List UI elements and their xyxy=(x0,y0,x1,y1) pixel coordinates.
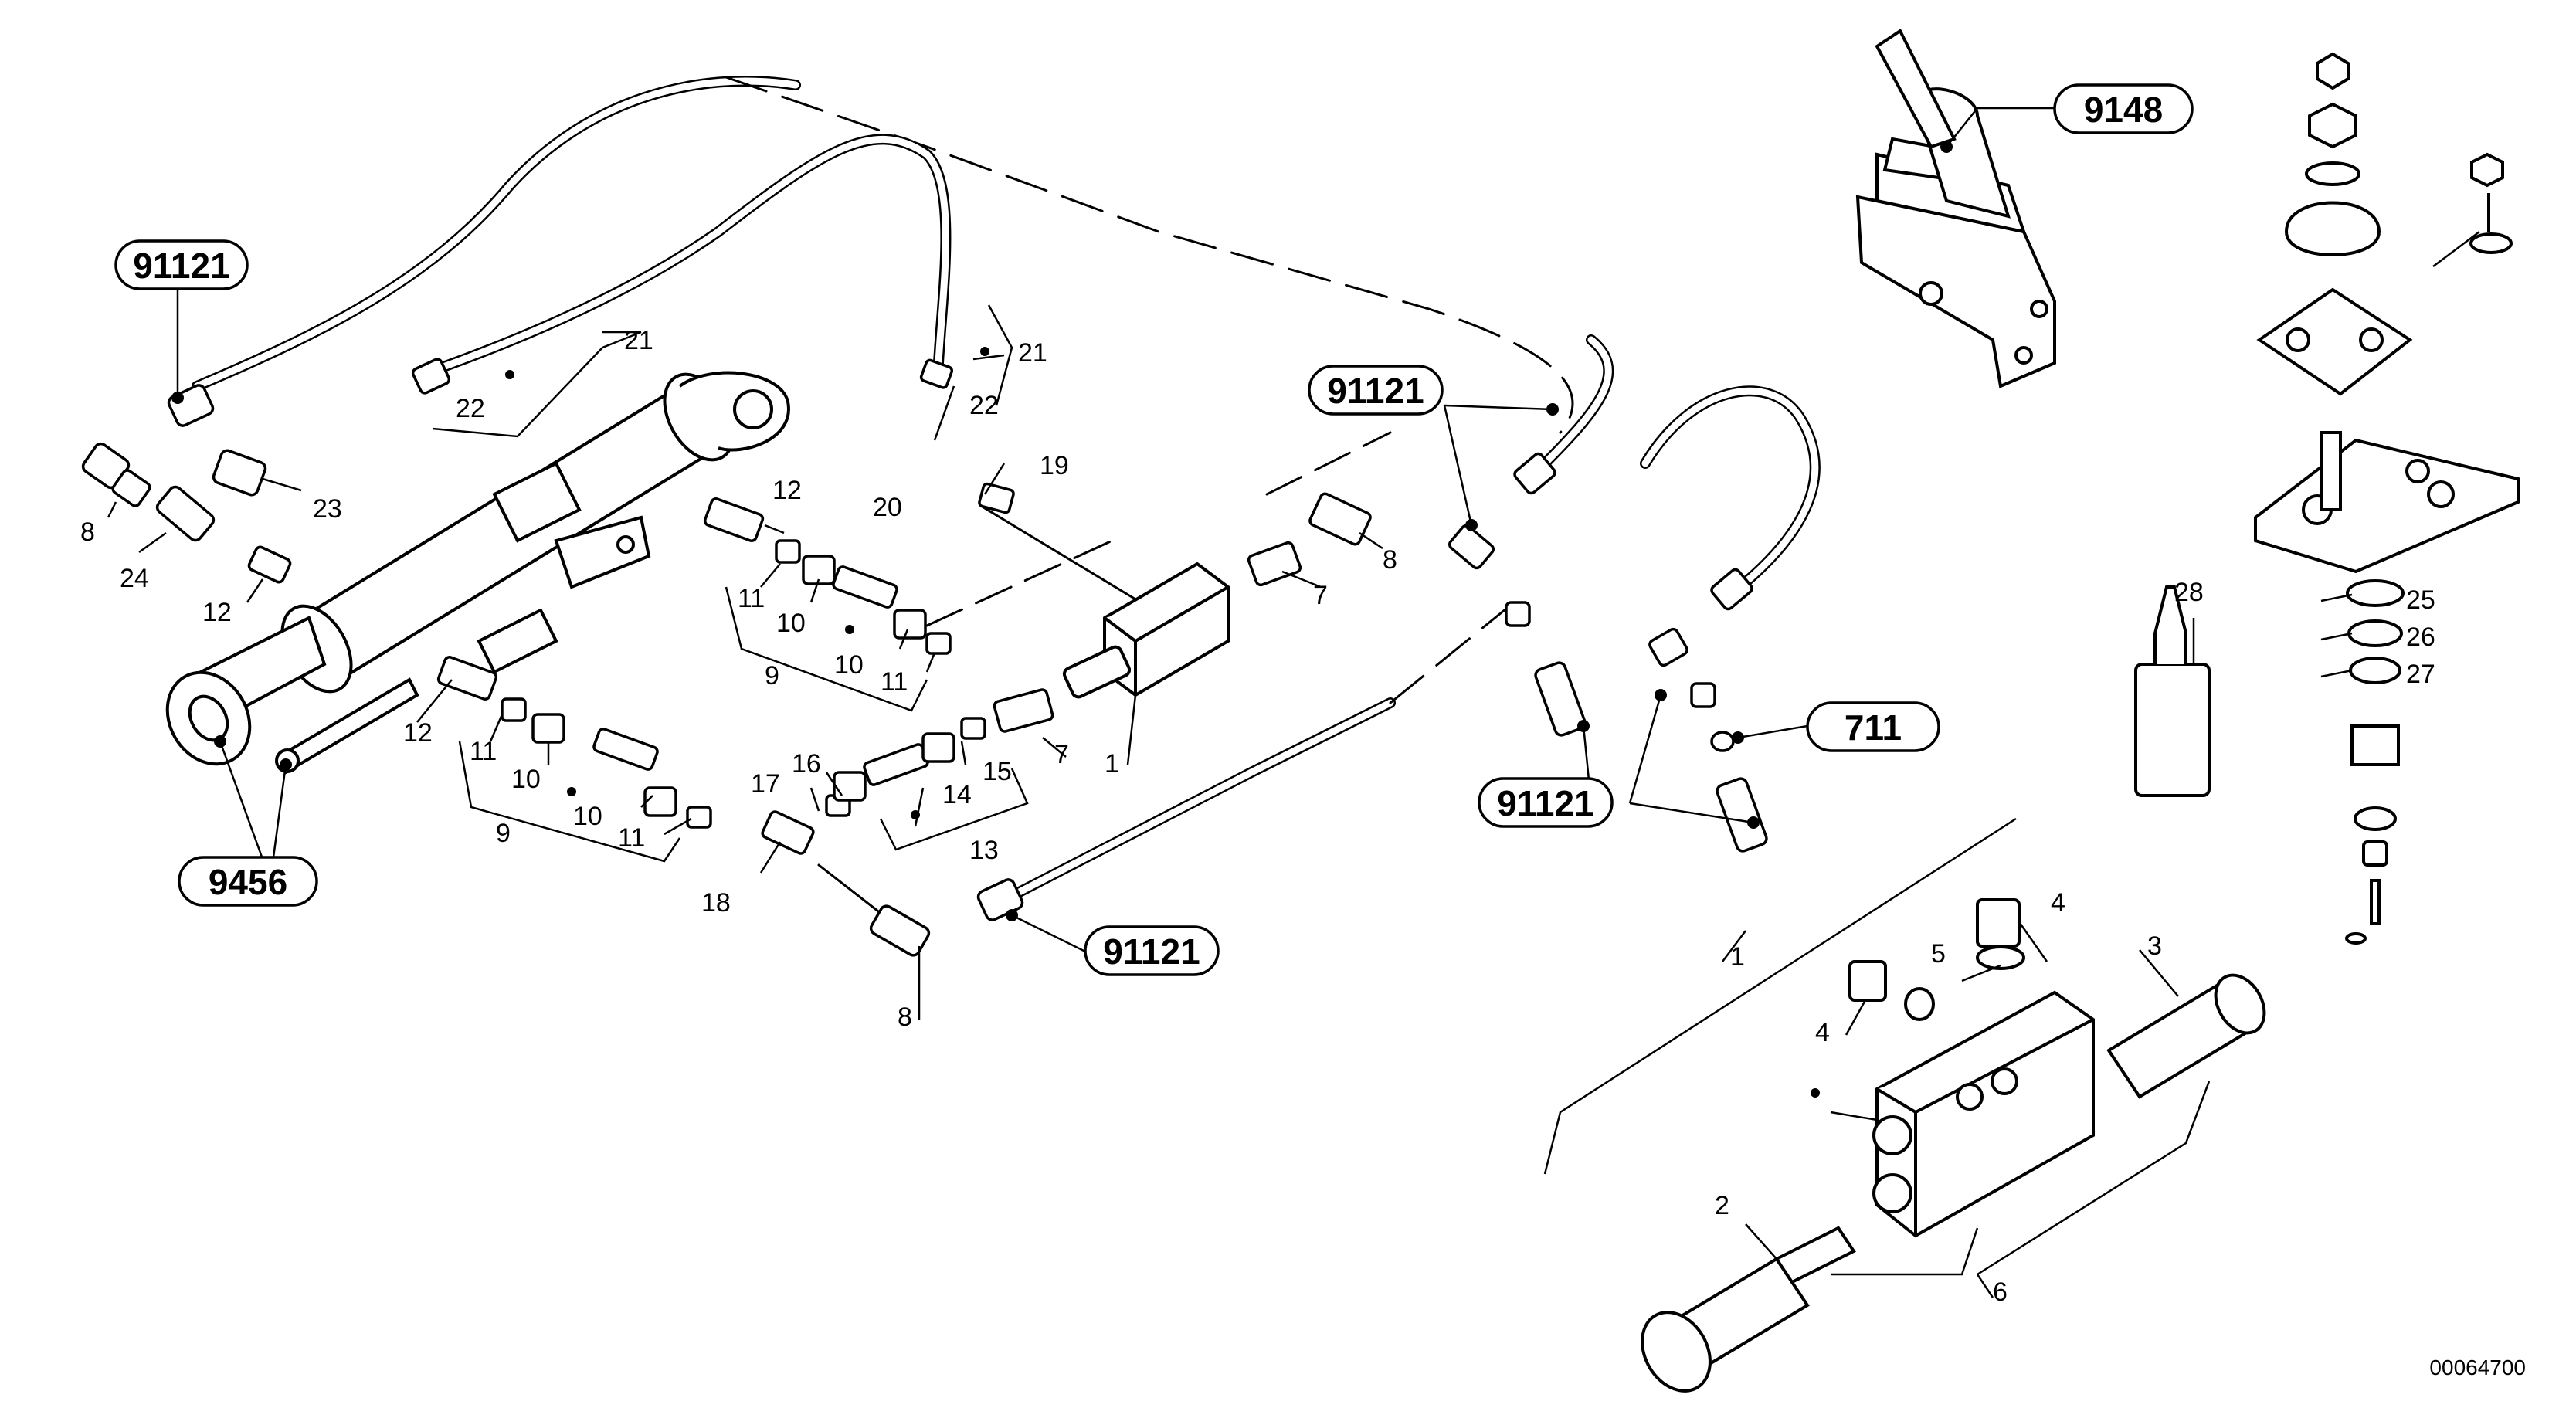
svg-text:9456: 9456 xyxy=(209,862,287,902)
document-id: 00064700 xyxy=(2429,1355,2526,1379)
label-part-28: 28 xyxy=(2174,578,2204,607)
label-part-8: 8 xyxy=(1383,545,1397,575)
label-part-4: 4 xyxy=(2051,888,2065,918)
hose-right-loop xyxy=(1640,385,1821,600)
svg-text:9148: 9148 xyxy=(2084,90,2163,130)
label-part-14: 14 xyxy=(942,780,972,809)
component-stack xyxy=(2254,52,2520,945)
reference-dots xyxy=(171,141,1953,1098)
label-part-2: 2 xyxy=(1715,1191,1729,1220)
joystick-9148 xyxy=(1855,29,2056,388)
label-part-18: 18 xyxy=(701,888,731,918)
label-part-26: 26 xyxy=(2406,623,2435,652)
label-part-1: 1 xyxy=(1105,749,1119,779)
label-part-5: 5 xyxy=(1931,939,1946,969)
label-part-4b: 4 xyxy=(1815,1018,1830,1047)
label-part-8c: 8 xyxy=(898,1003,912,1032)
callouts: 91121 9148 91121 711 91121 9456 91121 xyxy=(114,83,2194,976)
label-part-12c: 12 xyxy=(403,718,433,748)
label-part-10b: 10 xyxy=(834,650,864,680)
label-part-9b: 9 xyxy=(496,819,511,848)
label-part-24: 24 xyxy=(120,564,149,593)
label-part-11b: 11 xyxy=(881,667,908,697)
label-part-3: 3 xyxy=(2147,931,2162,961)
callout-91121-lower-right: 91121 xyxy=(1478,777,1614,828)
callout-91121-bottom: 91121 xyxy=(1084,925,1220,976)
valve-large xyxy=(1641,898,2266,1393)
label-part-16: 16 xyxy=(792,749,821,779)
svg-text:91121: 91121 xyxy=(1103,931,1200,972)
svg-text:91121: 91121 xyxy=(1327,371,1424,411)
label-part-12b: 12 xyxy=(202,598,232,627)
label-part-17: 17 xyxy=(751,769,780,799)
label-part-27: 27 xyxy=(2406,660,2435,689)
label-part-19: 19 xyxy=(1040,451,1069,480)
svg-text:91121: 91121 xyxy=(133,246,229,286)
hose-left-upper xyxy=(192,76,801,392)
callout-91121-mid: 91121 xyxy=(1308,365,1444,416)
callout-91121-top-left: 91121 xyxy=(114,239,249,290)
label-part-6: 6 xyxy=(1993,1277,2008,1307)
sealant-tube-28 xyxy=(2134,585,2211,797)
label-part-10: 10 xyxy=(776,609,806,638)
label-part-10d: 10 xyxy=(573,802,602,831)
label-part-8b: 8 xyxy=(80,517,95,547)
label-part-21: 21 xyxy=(624,326,653,355)
hoses xyxy=(192,76,1821,921)
label-part-22: 22 xyxy=(456,394,485,423)
label-part-11d: 11 xyxy=(618,823,645,853)
label-part-12: 12 xyxy=(772,476,802,505)
callout-711: 711 xyxy=(1806,701,1940,752)
callout-9148: 9148 xyxy=(2053,83,2194,134)
label-part-15: 15 xyxy=(983,757,1012,786)
svg-text:711: 711 xyxy=(1845,707,1902,748)
label-part-25: 25 xyxy=(2406,585,2435,615)
label-part-23: 23 xyxy=(313,494,342,524)
label-part-1b: 1 xyxy=(1730,942,1745,972)
hose-dashed-top xyxy=(725,76,1574,434)
label-part-7: 7 xyxy=(1313,581,1328,610)
label-part-10c: 10 xyxy=(511,765,541,794)
label-part-11c: 11 xyxy=(470,737,497,766)
svg-text:91121: 91121 xyxy=(1497,783,1593,823)
leader-lines xyxy=(107,107,2480,1298)
valve-small xyxy=(1062,562,1230,699)
label-part-22b: 22 xyxy=(969,391,999,420)
part-labels: 1 1 2 3 4 4 5 6 7 7 8 8 8 9 9 10 10 10 1… xyxy=(80,326,2435,1307)
label-part-20: 20 xyxy=(873,493,902,522)
callout-9456: 9456 xyxy=(178,856,318,907)
label-part-7b: 7 xyxy=(1054,740,1069,769)
label-part-21b: 21 xyxy=(1018,338,1047,368)
hydraulic-cylinder xyxy=(165,371,790,775)
label-part-9: 9 xyxy=(765,661,779,690)
label-part-13: 13 xyxy=(969,836,999,865)
label-part-11: 11 xyxy=(738,584,765,613)
